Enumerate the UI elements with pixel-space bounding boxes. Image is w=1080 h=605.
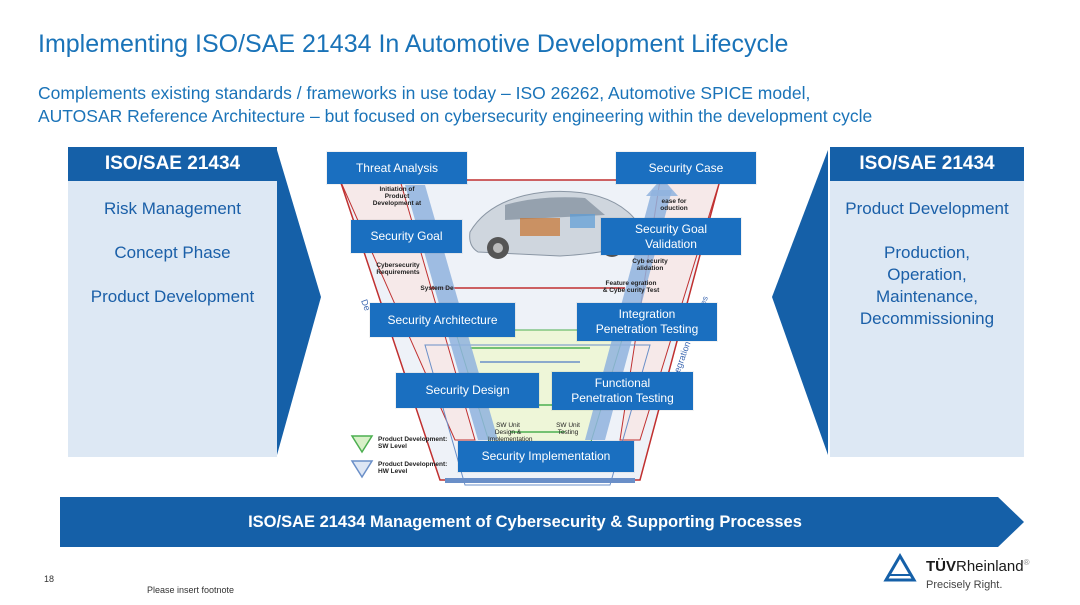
legend-sw-label: Product Development: SW Level <box>378 436 448 450</box>
legend-sw-icon <box>350 435 374 454</box>
box-security-goal-validation: Security Goal Validation <box>601 218 741 255</box>
label-release: ease for oduction <box>660 198 688 212</box>
v-model-base-bar <box>445 478 635 483</box>
box-security-case: Security Case <box>616 152 756 184</box>
label-cyber-requirements: Cybersecurity Requirements <box>376 262 420 276</box>
tuv-tagline: Precisely Right. <box>926 579 1003 591</box>
brand-bold: TÜV <box>926 558 956 575</box>
left-chevron-arrow <box>277 150 321 455</box>
brand-rest: Rheinland <box>956 558 1024 575</box>
right-panel-item-product-development: Product Development <box>845 199 1009 218</box>
left-panel-item-product-development: Product Development <box>90 287 255 306</box>
label-sw-unit-design: SW Unit Design & Implementation <box>488 422 533 443</box>
flow-arrow-up-head <box>646 178 678 196</box>
right-chevron-arrow <box>772 150 828 455</box>
label-feature-integration: Feature egration & Cybe curity Test <box>602 280 660 294</box>
right-panel: ISO/SAE 21434 Product Development Produc… <box>830 147 1024 457</box>
subtitle-line-2: AUTOSAR Reference Architecture – but foc… <box>38 106 873 126</box>
legend-hw-icon <box>350 460 374 479</box>
v-model-inner-blue <box>424 344 651 486</box>
box-integration-penetration-testing: Integration Penetration Testing <box>577 303 717 341</box>
legend-hw-label: Product Development: HW Level <box>378 461 448 475</box>
tuv-triangle-logo <box>883 553 917 582</box>
subtitle-line-1: Complements existing standards / framewo… <box>38 83 811 103</box>
page-number: 18 <box>44 574 55 584</box>
tuv-brand-name: TÜVRheinland® <box>926 558 1029 575</box>
bottom-arrow-bar <box>60 497 1024 547</box>
right-panel-header: ISO/SAE 21434 <box>830 147 1024 181</box>
box-security-implementation: Security Implementation <box>458 441 634 472</box>
brand-registered: ® <box>1023 558 1030 567</box>
bottom-bar-label: ISO/SAE 21434 Management of Cybersecurit… <box>248 513 802 531</box>
label-sw-unit-testing: SW Unit Testing <box>556 422 580 436</box>
box-security-design: Security Design <box>396 373 539 408</box>
left-panel-item-risk-management: Risk Management <box>103 199 241 218</box>
box-functional-penetration-testing: Functional Penetration Testing <box>552 372 693 410</box>
label-cyber-validation: Cyb ecurity alidation <box>632 258 668 272</box>
left-panel-item-concept-phase: Concept Phase <box>114 243 231 262</box>
label-initiation: Initiation of Product Development at <box>372 186 422 207</box>
page-title: Implementing ISO/SAE 21434 In Automotive… <box>38 30 789 58</box>
right-panel-item-production-lifecycle: Production, Operation, Maintenance, Deco… <box>859 243 995 328</box>
page-subtitle: Complements existing standards / framewo… <box>38 82 1068 128</box>
left-panel: ISO/SAE 21434 Risk Management Concept Ph… <box>68 147 277 457</box>
footnote: Please insert footnote <box>147 585 235 595</box>
box-security-goal: Security Goal <box>351 220 462 253</box>
left-panel-header: ISO/SAE 21434 <box>68 147 277 181</box>
box-threat-analysis: Threat Analysis <box>327 152 467 184</box>
label-system-design: System De <box>420 285 454 292</box>
box-security-architecture: Security Architecture <box>370 303 515 337</box>
